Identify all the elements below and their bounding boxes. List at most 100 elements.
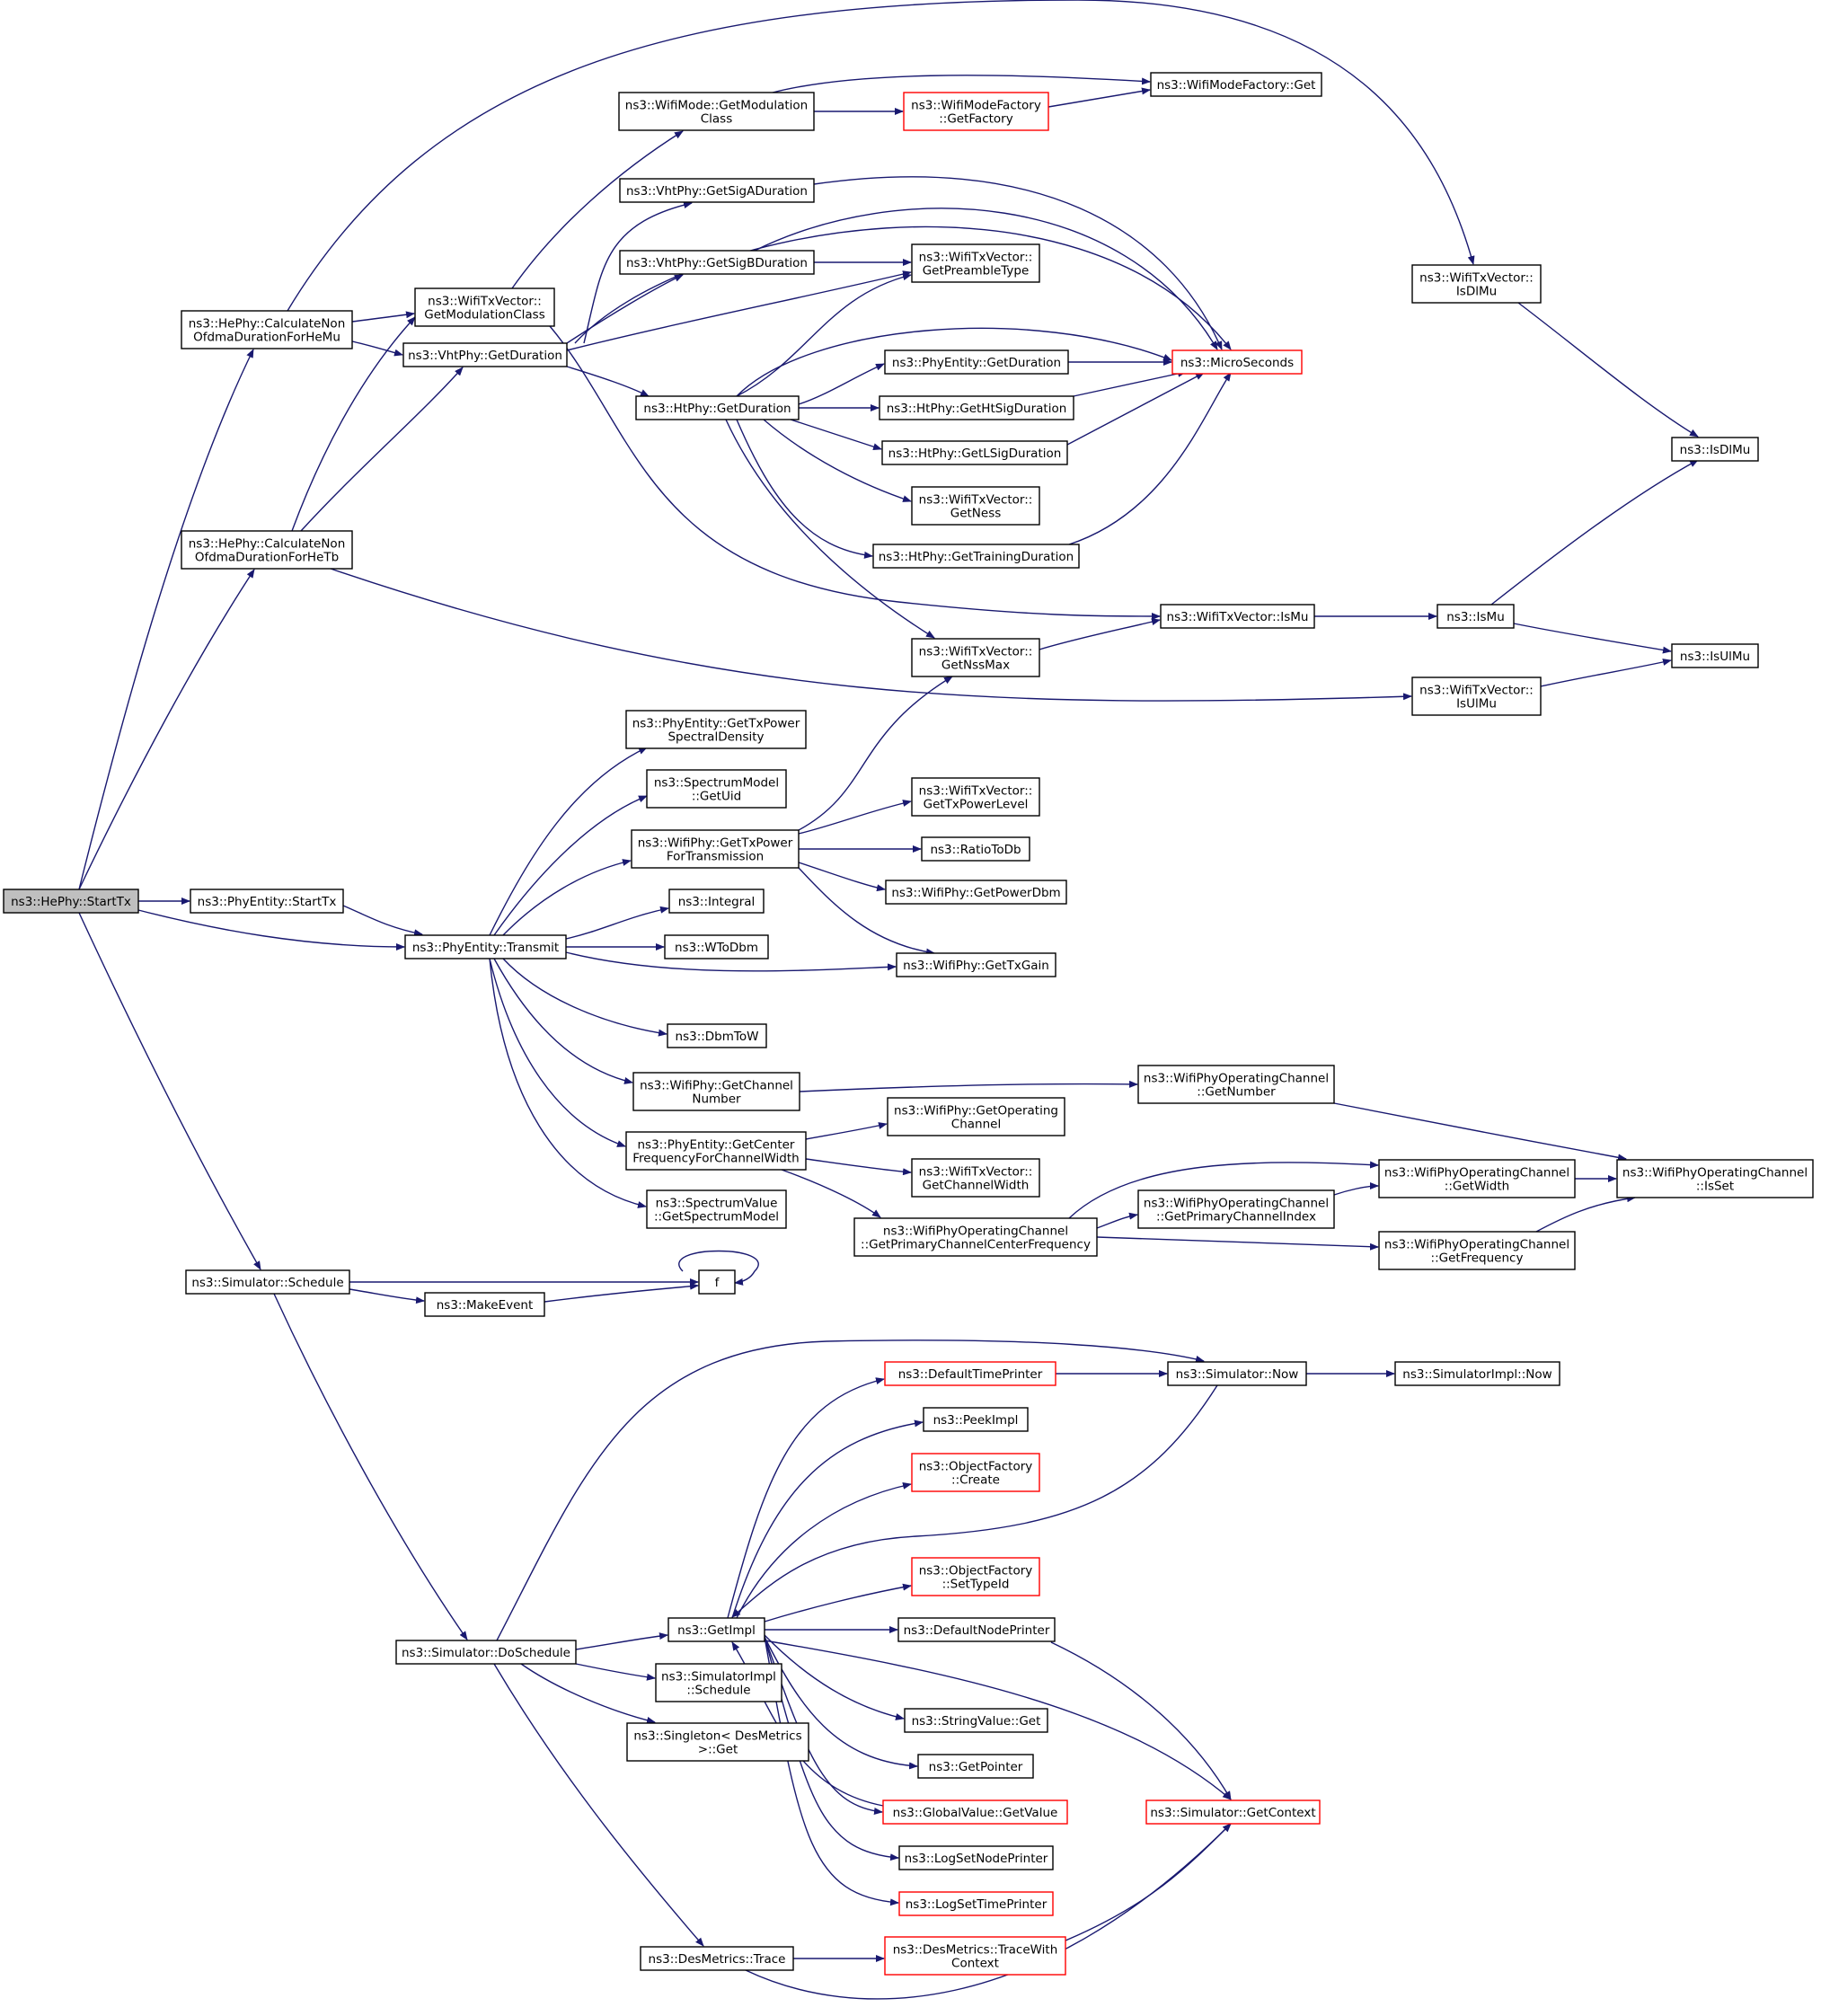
function-node-ratioToDb[interactable]: ns3::RatioToDb — [921, 836, 1030, 862]
function-node-vhtSigB[interactable]: ns3::VhtPhy::GetSigBDuration — [619, 250, 815, 275]
function-node-schedule[interactable]: ns3::Simulator::Schedule — [185, 1269, 350, 1295]
function-node-lSig[interactable]: ns3::HtPhy::GetLSigDuration — [881, 440, 1068, 465]
node-box — [640, 1946, 794, 1971]
call-edge-wmGetModClass-to-wmfGet — [772, 75, 1151, 93]
function-node-txvIsMu[interactable]: ns3::WifiTxVector::IsMu — [1160, 604, 1315, 629]
function-node-doSchedule[interactable]: ns3::Simulator::DoSchedule — [395, 1640, 577, 1665]
node-label: ns3::WifiPhyOperatingChannel — [1384, 1238, 1569, 1252]
function-node-getPreambleType[interactable]: ns3::WifiTxVector::GetPreambleType — [911, 243, 1040, 283]
call-arrow — [583, 201, 693, 344]
function-node-wpocGetWidth[interactable]: ns3::WifiPhyOperatingChannel::GetWidth — [1378, 1159, 1576, 1198]
function-node-isDlMuTxv[interactable]: ns3::WifiTxVector::IsDlMu — [1411, 264, 1542, 304]
function-node-wpocIsSet[interactable]: ns3::WifiPhyOperatingChannel::IsSet — [1616, 1159, 1814, 1198]
function-node-wmfGet[interactable]: ns3::WifiModeFactory::Get — [1150, 72, 1322, 97]
function-node-transmit[interactable]: ns3::PhyEntity::Transmit — [404, 934, 567, 959]
function-node-getNssMax[interactable]: ns3::WifiTxVector::GetNssMax — [911, 638, 1040, 677]
function-node-calcHeMu[interactable]: ns3::HePhy::CalculateNonOfdmaDurationFor… — [181, 310, 353, 349]
function-node-simNow[interactable]: ns3::Simulator::Now — [1167, 1361, 1307, 1386]
function-node-siSchedule[interactable]: ns3::SimulatorImpl::Schedule — [655, 1663, 782, 1702]
node-box — [884, 1936, 1066, 1976]
function-node-simImplNow[interactable]: ns3::SimulatorImpl::Now — [1394, 1361, 1560, 1386]
function-node-calcHeTb[interactable]: ns3::HePhy::CalculateNonOfdmaDurationFor… — [181, 530, 353, 570]
call-edge-htGetDuration-to-lSig — [790, 419, 882, 451]
function-node-wpocGetNumber[interactable]: ns3::WifiPhyOperatingChannel::GetNumber — [1137, 1065, 1335, 1104]
function-node-htSig[interactable]: ns3::HtPhy::GetHtSigDuration — [879, 395, 1074, 420]
function-node-startTx[interactable]: ns3::HePhy::StartTx — [3, 889, 139, 914]
call-arrow — [330, 568, 1412, 702]
function-node-peGetDuration[interactable]: ns3::PhyEntity::GetDuration — [884, 349, 1069, 375]
function-node-defaultTimePrinter[interactable]: ns3::DefaultTimePrinter — [884, 1361, 1056, 1386]
call-edge-lSig-to-microSeconds — [1066, 372, 1205, 446]
node-label: ns3::DbmToW — [676, 1030, 759, 1044]
function-node-psd[interactable]: ns3::PhyEntity::GetTxPowerSpectralDensit… — [625, 710, 807, 749]
function-node-singletonGet[interactable]: ns3::Singleton< DesMetrics>::Get — [626, 1722, 809, 1762]
node-label: ns3::HePhy::StartTx — [11, 895, 131, 909]
function-node-logSetNodePrinter[interactable]: ns3::LogSetNodePrinter — [898, 1845, 1054, 1870]
function-node-getImpl[interactable]: ns3::GetImpl — [667, 1617, 765, 1642]
function-node-peekImpl[interactable]: ns3::PeekImpl — [923, 1407, 1029, 1432]
node-box — [911, 1453, 1040, 1492]
call-edge-isDlMuTxv-to-isDlMu — [1517, 302, 1699, 438]
function-node-ofCreate[interactable]: ns3::ObjectFactory::Create — [911, 1453, 1040, 1492]
function-node-microSeconds[interactable]: ns3::MicroSeconds — [1171, 349, 1303, 375]
function-node-isMu[interactable]: ns3::IsMu — [1436, 604, 1515, 629]
call-arrow — [1096, 1236, 1379, 1251]
function-node-gvGetValue[interactable]: ns3::GlobalValue::GetValue — [882, 1799, 1068, 1825]
node-label: ns3::GetImpl — [677, 1623, 756, 1638]
function-node-txPowerLevel[interactable]: ns3::WifiTxVector::GetTxPowerLevel — [911, 777, 1040, 817]
node-box — [1137, 1065, 1335, 1104]
function-node-getContext[interactable]: ns3::Simulator::GetContext — [1145, 1799, 1321, 1825]
call-edge-transmit-to-smGetUid — [493, 795, 648, 936]
function-node-getTxGain[interactable]: ns3::WifiPhy::GetTxGain — [896, 952, 1056, 977]
function-node-integral[interactable]: ns3::Integral — [668, 889, 765, 914]
call-edges — [78, 0, 1699, 2000]
function-node-getNess[interactable]: ns3::WifiTxVector::GetNess — [911, 486, 1040, 526]
function-node-txvGetModClass[interactable]: ns3::WifiTxVector::GetModulationClass — [414, 287, 555, 327]
function-node-isDlMu[interactable]: ns3::IsDlMu — [1671, 437, 1759, 462]
function-node-dbmToW[interactable]: ns3::DbmToW — [667, 1023, 767, 1048]
call-arrow — [781, 1169, 881, 1218]
function-node-svGetSpectrumModel[interactable]: ns3::SpectrumValue::GetSpectrumModel — [646, 1189, 787, 1229]
node-label: ns3::DesMetrics::TraceWith — [893, 1943, 1058, 1958]
function-node-wmfGetFactory[interactable]: ns3::WifiModeFactory::GetFactory — [903, 92, 1049, 131]
function-node-wToDbm[interactable]: ns3::WToDbm — [664, 934, 769, 959]
function-node-isUlMu[interactable]: ns3::IsUlMu — [1671, 643, 1759, 668]
node-label: ns3::WifiPhyOperatingChannel — [883, 1225, 1068, 1239]
function-node-getChannelWidth[interactable]: ns3::WifiTxVector::GetChannelWidth — [911, 1158, 1040, 1198]
node-box — [911, 1557, 1040, 1596]
function-node-vhtGetDuration[interactable]: ns3::VhtPhy::GetDuration — [402, 342, 568, 367]
node-label: ns3::PhyEntity::Transmit — [412, 941, 559, 955]
call-edge-htGetDuration-to-getNess — [763, 419, 912, 502]
function-node-getPowerDbm[interactable]: ns3::WifiPhy::GetPowerDbm — [885, 880, 1067, 905]
function-node-vhtSigA[interactable]: ns3::VhtPhy::GetSigADuration — [619, 178, 815, 203]
function-node-stringValueGet[interactable]: ns3::StringValue::Get — [904, 1708, 1048, 1733]
function-node-peStartTx[interactable]: ns3::PhyEntity::StartTx — [190, 889, 344, 914]
call-arrow — [1540, 659, 1672, 687]
call-arrow — [502, 958, 667, 1037]
function-node-logSetTimePrinter[interactable]: ns3::LogSetTimePrinter — [898, 1891, 1054, 1916]
function-node-wmGetModClass[interactable]: ns3::WifiMode::GetModulationClass — [618, 92, 815, 131]
function-node-smGetUid[interactable]: ns3::SpectrumModel::GetUid — [646, 769, 787, 809]
function-node-htGetDuration[interactable]: ns3::HtPhy::GetDuration — [635, 395, 800, 420]
node-box — [1150, 72, 1322, 97]
function-node-makeEvent[interactable]: ns3::MakeEvent — [424, 1292, 545, 1317]
function-node-defaultNodePrinter[interactable]: ns3::DefaultNodePrinter — [897, 1617, 1056, 1642]
function-node-primaryCenterFreq[interactable]: ns3::WifiPhyOperatingChannel::GetPrimary… — [853, 1217, 1098, 1257]
function-node-wpocGetFrequency[interactable]: ns3::WifiPhyOperatingChannel::GetFrequen… — [1378, 1231, 1576, 1270]
function-node-training[interactable]: ns3::HtPhy::GetTrainingDuration — [872, 544, 1080, 569]
node-label: f — [715, 1276, 720, 1290]
node-label: GetPreambleType — [923, 264, 1030, 279]
node-label: ::Create — [951, 1473, 1000, 1488]
function-node-dmTrace[interactable]: ns3::DesMetrics::Trace — [640, 1946, 794, 1971]
function-node-f[interactable]: f — [698, 1269, 736, 1295]
function-node-primaryIndex[interactable]: ns3::WifiPhyOperatingChannel::GetPrimary… — [1137, 1189, 1335, 1229]
function-node-ofSetTypeId[interactable]: ns3::ObjectFactory::SetTypeId — [911, 1557, 1040, 1596]
function-node-centerFreq[interactable]: ns3::PhyEntity::GetCenterFrequencyForCha… — [625, 1131, 807, 1171]
function-node-txvIsUlMu[interactable]: ns3::WifiTxVector::IsUlMu — [1411, 676, 1542, 716]
function-node-getPointer[interactable]: ns3::GetPointer — [917, 1754, 1034, 1779]
